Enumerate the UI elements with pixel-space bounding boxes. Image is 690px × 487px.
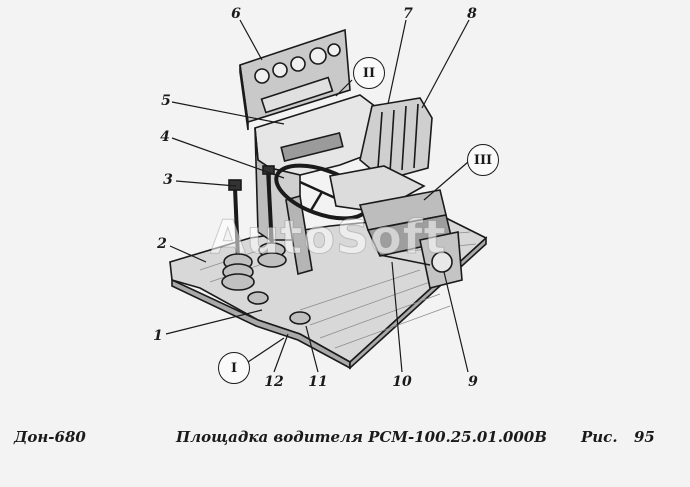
leader-lines — [165, 19, 470, 373]
watermark-text: AutoSoft — [210, 210, 447, 265]
callout-12: 12 — [264, 374, 284, 390]
callout-1: 1 — [153, 328, 163, 344]
caption-figure-number: 95 — [634, 428, 655, 446]
callout-6: 6 — [231, 6, 241, 22]
callout-10: 10 — [392, 374, 412, 390]
section-marker-iii: III — [467, 144, 499, 176]
section-marker-i: I — [218, 352, 250, 384]
instrument-panel — [239, 28, 351, 131]
caption-model: Дон-680 — [14, 428, 86, 446]
callout-8: 8 — [467, 6, 477, 22]
callout-7: 7 — [403, 6, 413, 22]
callout-3: 3 — [163, 172, 173, 188]
side-unit — [379, 231, 463, 289]
callout-2: 2 — [157, 236, 167, 252]
callout-5: 5 — [161, 93, 171, 109]
callout-4: 4 — [160, 129, 170, 145]
caption-figure-label: Рис. — [581, 428, 618, 446]
control-levers — [221, 165, 311, 325]
section-marker-ii: II — [353, 57, 385, 89]
callout-9: 9 — [468, 374, 478, 390]
callout-11: 11 — [308, 374, 328, 390]
caption-title: Площадка водителя РСМ-100.25.01.000В — [176, 428, 547, 446]
